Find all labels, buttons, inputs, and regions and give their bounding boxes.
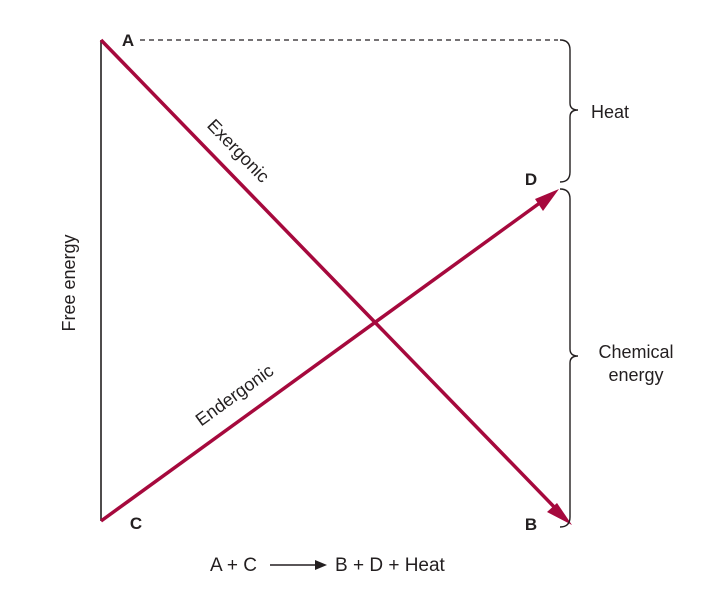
- equation-products: B + D + Heat: [335, 555, 446, 576]
- chemical-energy-bracket: [559, 188, 579, 528]
- endergonic-label: Endergonic: [192, 360, 278, 430]
- heat-label: Heat: [591, 102, 629, 122]
- chemical-energy-label-line1: Chemical: [598, 342, 673, 362]
- chemical-energy-label-line2: energy: [608, 365, 663, 385]
- free-energy-axis-label: Free energy: [59, 234, 79, 331]
- point-a-label: A: [122, 31, 134, 50]
- endergonic-arrowhead: [535, 189, 559, 211]
- exergonic-label: Exergonic: [203, 115, 273, 186]
- equation-reactants: A + C: [210, 555, 257, 576]
- point-b-label: B: [525, 515, 537, 534]
- heat-bracket: [559, 39, 579, 183]
- equation-arrowhead: [315, 560, 327, 570]
- point-d-label: D: [525, 170, 537, 189]
- point-c-label: C: [130, 514, 142, 533]
- endergonic-line: [99, 195, 550, 523]
- exergonic-line: [99, 38, 562, 515]
- exergonic-arrowhead: [547, 503, 572, 525]
